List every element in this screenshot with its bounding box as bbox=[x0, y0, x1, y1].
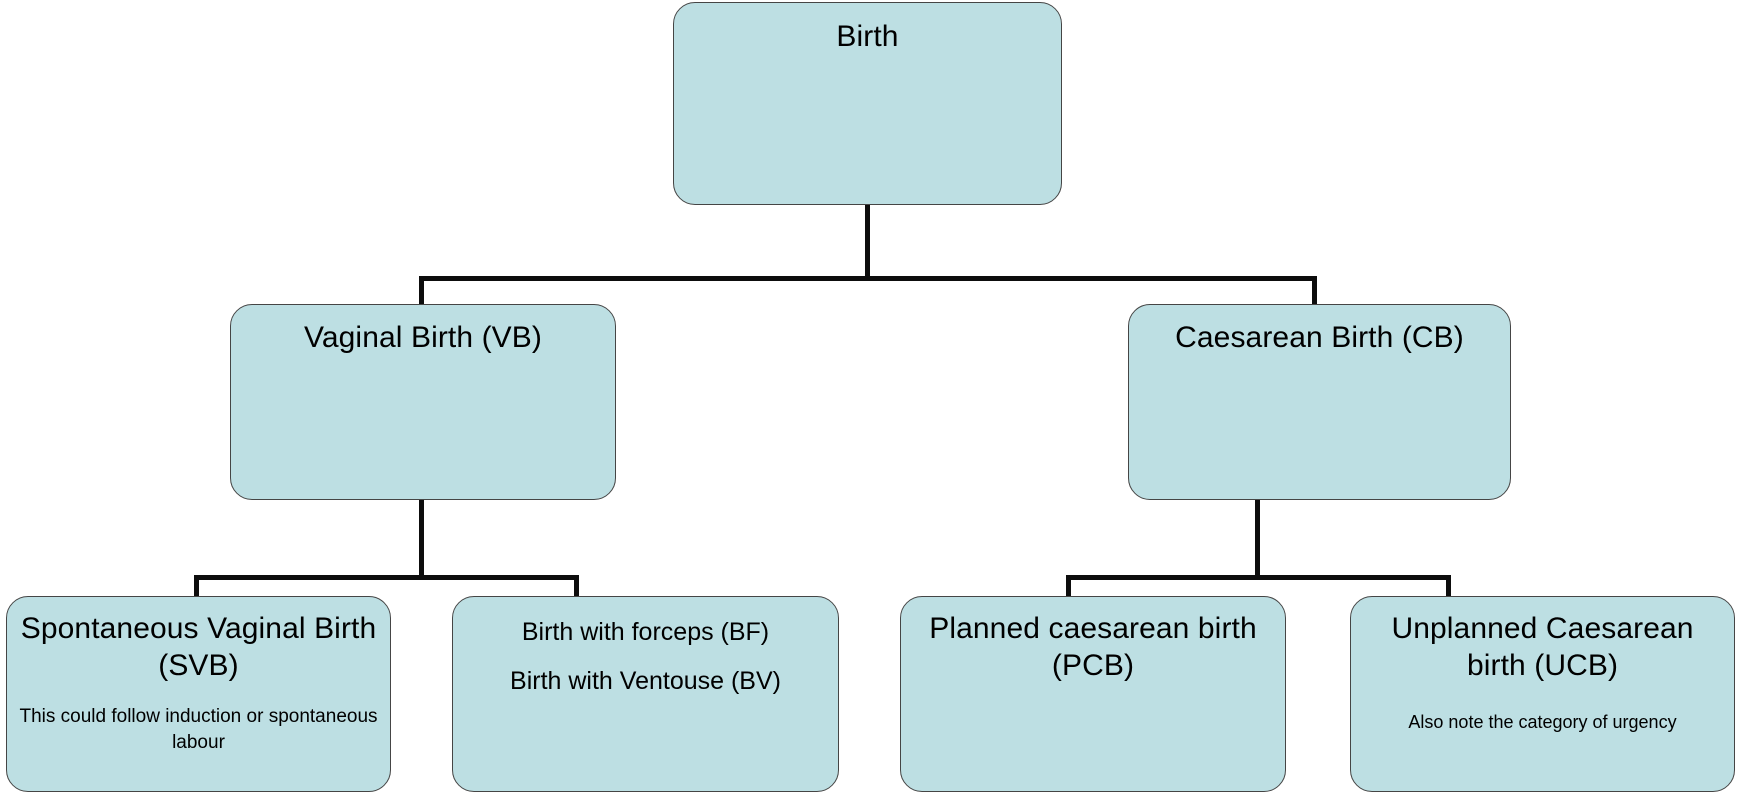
connector-root-bar bbox=[419, 276, 1317, 281]
node-caesarean-birth-title: Caesarean Birth (CB) bbox=[1175, 321, 1464, 354]
connector-cb-to-ucb bbox=[1446, 575, 1451, 599]
connector-cb-stem bbox=[1255, 499, 1260, 578]
node-birth[interactable]: Birth bbox=[673, 2, 1062, 205]
node-unplanned-caesarean-birth-title: Unplanned Caesarean birth (UCB) bbox=[1391, 612, 1694, 682]
node-birth-title: Birth bbox=[836, 20, 899, 53]
node-assisted-vaginal-birth[interactable]: Birth with forceps (BF) Birth with Vento… bbox=[452, 596, 839, 792]
connector-vb-to-assisted bbox=[574, 575, 579, 599]
node-vaginal-birth[interactable]: Vaginal Birth (VB) bbox=[230, 304, 616, 500]
connector-root-to-vb bbox=[419, 276, 424, 306]
connector-vb-bar bbox=[194, 575, 579, 580]
connector-vb-to-svb bbox=[194, 575, 199, 599]
node-planned-caesarean-birth[interactable]: Planned caesarean birth (PCB) bbox=[900, 596, 1286, 792]
node-spontaneous-vaginal-birth-title: Spontaneous Vaginal Birth (SVB) bbox=[20, 612, 377, 682]
connector-root-to-cb bbox=[1312, 276, 1317, 306]
node-assisted-vaginal-birth-line1: Birth with forceps (BF) bbox=[521, 618, 770, 646]
node-unplanned-caesarean-birth-subtitle: Also note the category of urgency bbox=[1408, 712, 1677, 733]
connector-cb-bar bbox=[1066, 575, 1451, 580]
node-vaginal-birth-title: Vaginal Birth (VB) bbox=[303, 321, 542, 354]
connector-root-stem bbox=[865, 204, 870, 281]
node-spontaneous-vaginal-birth[interactable]: Spontaneous Vaginal Birth (SVB) This cou… bbox=[6, 596, 391, 792]
node-planned-caesarean-birth-title: Planned caesarean birth (PCB) bbox=[929, 612, 1257, 682]
node-caesarean-birth[interactable]: Caesarean Birth (CB) bbox=[1128, 304, 1511, 500]
node-assisted-vaginal-birth-line2: Birth with Ventouse (BV) bbox=[510, 666, 781, 695]
node-spontaneous-vaginal-birth-subtitle: This could follow induction or spontaneo… bbox=[19, 706, 378, 753]
connector-vb-stem bbox=[419, 499, 424, 578]
connector-cb-to-pcb bbox=[1066, 575, 1071, 599]
node-unplanned-caesarean-birth[interactable]: Unplanned Caesarean birth (UCB) Also not… bbox=[1350, 596, 1735, 792]
